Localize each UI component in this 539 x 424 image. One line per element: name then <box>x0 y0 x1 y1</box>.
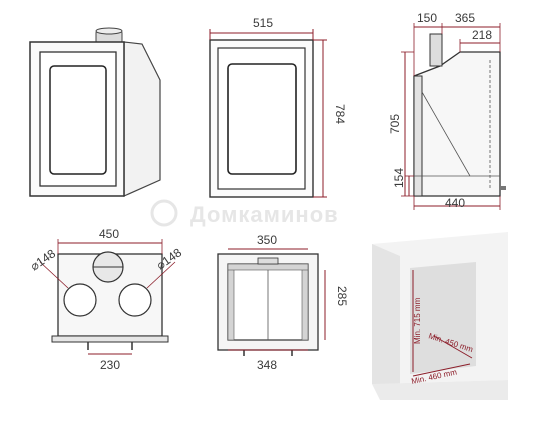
installation-view: Min. 715 mm Min. 450 mm Min. 460 mm <box>372 232 508 400</box>
side-inner-diagonal <box>421 91 471 177</box>
side-front-frame <box>413 75 423 197</box>
top-230-label: 230 <box>100 358 120 372</box>
perspective-flue-top <box>95 27 123 35</box>
section-wall-right <box>301 263 309 341</box>
perspective-side-panel <box>123 41 161 197</box>
watermark-text: Домкаминов <box>190 202 339 227</box>
front-width-label: 515 <box>253 16 273 30</box>
side-440-label: 440 <box>445 196 465 210</box>
top-flue-left-label: ⌀148 <box>28 246 59 273</box>
section-348-label: 348 <box>257 358 277 372</box>
perspective-view <box>29 27 161 197</box>
top-flue-right-label: ⌀148 <box>154 245 185 272</box>
front-view: 515 784 <box>209 16 347 198</box>
top-view: 450 ⌀148 ⌀148 230 <box>28 227 185 372</box>
side-back-tab <box>500 186 506 190</box>
side-365-label: 365 <box>455 11 475 25</box>
install-floor <box>372 380 508 400</box>
watermark-logo <box>150 199 178 227</box>
install-height-label: Min. 715 mm <box>413 297 422 344</box>
section-wall-left <box>227 263 235 341</box>
install-width-dim <box>412 363 471 377</box>
install-side-wall <box>372 244 400 392</box>
side-218-label: 218 <box>472 28 492 42</box>
perspective-glass <box>49 65 107 175</box>
top-right-flue <box>118 283 152 317</box>
section-view: 350 285 348 <box>217 233 349 372</box>
side-150-label: 150 <box>417 11 437 25</box>
top-front-plate <box>51 335 169 343</box>
section-285-label: 285 <box>335 286 349 306</box>
top-flue-left-leader <box>39 261 69 289</box>
top-flue-right-leader <box>146 261 176 289</box>
section-top-collar <box>257 257 279 265</box>
side-154-label: 154 <box>392 168 406 188</box>
side-view: 150 365 218 705 154 440 <box>388 11 506 210</box>
side-body <box>413 51 501 197</box>
side-705-label: 705 <box>388 114 402 134</box>
front-height-label: 784 <box>333 104 347 124</box>
section-wall-top <box>227 263 309 271</box>
install-depth-dim <box>433 335 473 359</box>
top-left-flue <box>63 283 97 317</box>
top-450-label: 450 <box>99 227 119 241</box>
front-glass <box>227 63 297 175</box>
side-flue <box>429 33 443 67</box>
install-niche <box>410 262 476 374</box>
section-350-label: 350 <box>257 233 277 247</box>
